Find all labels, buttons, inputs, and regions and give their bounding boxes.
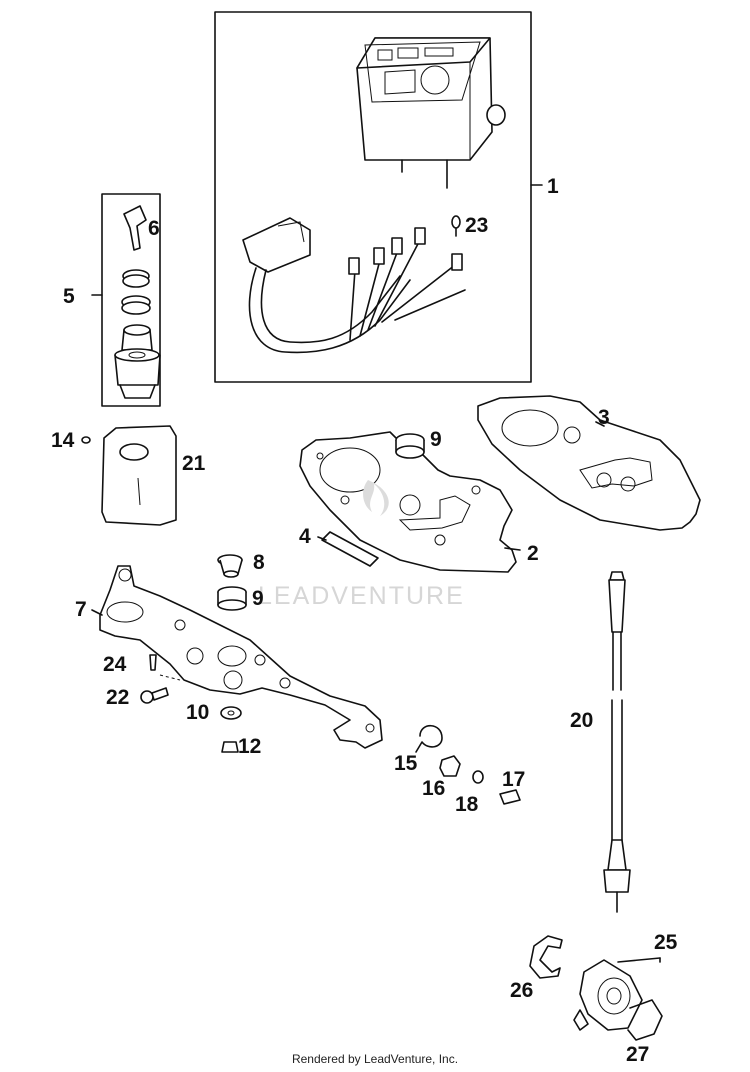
part-7-bracket: [91, 565, 383, 749]
part-26-clamp: [529, 935, 563, 979]
part-16-nut: [439, 755, 461, 777]
part-12-nut: [221, 741, 239, 753]
callout-27: 27: [626, 1043, 649, 1066]
part-22-bolt: [140, 687, 169, 704]
footer-credit: Rendered by LeadVenture, Inc.: [291, 1052, 459, 1066]
callout-26: 26: [510, 979, 533, 1002]
callout-7: 7: [75, 598, 87, 621]
callout-6: 6: [148, 217, 160, 240]
part-18-washer: [472, 770, 484, 784]
callout-2: 2: [527, 542, 539, 565]
part-17-screw: [499, 789, 521, 805]
callout-1: 1: [547, 175, 559, 198]
part-9-grommet-upper: [395, 433, 425, 459]
part-23-bulb: [451, 215, 461, 237]
callout-4: 4: [299, 525, 311, 548]
callout-8: 8: [253, 551, 265, 574]
part-24-screw: [149, 654, 181, 681]
callout-3: 3: [598, 406, 610, 429]
callout-16: 16: [422, 777, 445, 800]
callout-10: 10: [186, 701, 209, 724]
callout-9-lower: 9: [252, 587, 264, 610]
callout-24: 24: [103, 653, 127, 676]
part-20-speedometer-cable: [603, 571, 631, 913]
part-25-drive-assembly: [573, 957, 661, 1031]
callout-20: 20: [570, 709, 593, 732]
callout-5: 5: [63, 285, 75, 308]
callout-25: 25: [654, 931, 678, 954]
callout-18: 18: [455, 793, 479, 816]
part-8-grommet: [217, 554, 243, 578]
part-27-ring: [627, 999, 663, 1041]
part-6-key: [123, 205, 147, 251]
part-5-ignition-switch: [91, 193, 161, 407]
callout-12: 12: [238, 735, 261, 758]
callout-14: 14: [51, 429, 75, 452]
callout-22: 22: [106, 686, 129, 709]
callouts: 1 2 3 4 5 6 7 8 9 9 10 12 14 15 16 17 18…: [51, 175, 678, 1066]
callout-17: 17: [502, 768, 525, 791]
callout-9-upper: 9: [430, 428, 442, 451]
part-4-tube: [317, 531, 379, 567]
part-10-washer: [220, 706, 242, 720]
part-21-cover: [101, 425, 177, 526]
part-15-clip: [415, 724, 443, 753]
part-1-instrument-assembly: [214, 11, 543, 383]
part-14-plug: [81, 436, 91, 444]
part-3-gasket: [477, 395, 701, 531]
watermark-text: LEADVENTURE: [258, 582, 465, 610]
part-9-grommet-lower: [217, 586, 247, 611]
callout-21: 21: [182, 452, 206, 475]
callout-23: 23: [465, 214, 488, 237]
watermark: LEADVENTURE: [258, 480, 465, 610]
callout-15: 15: [394, 752, 418, 775]
